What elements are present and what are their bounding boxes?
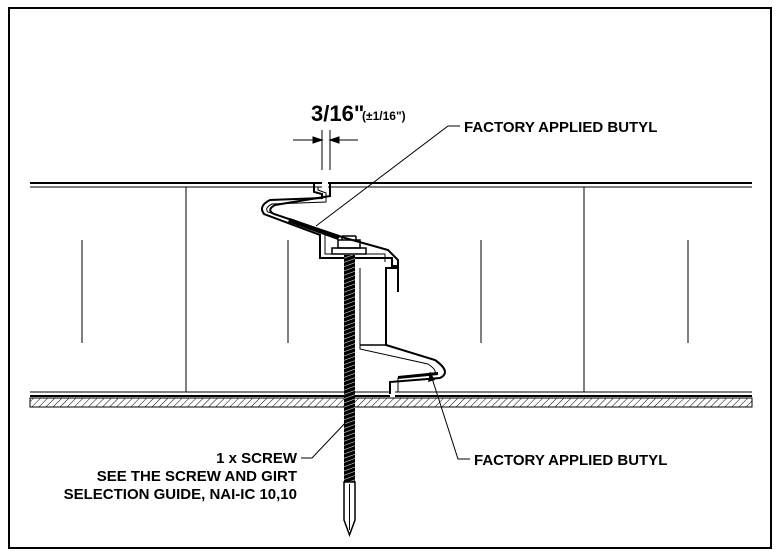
right-panel-edge-profile <box>269 183 446 394</box>
screw-label-line2: SEE THE SCREW AND GIRT <box>97 468 297 485</box>
gap-tolerance-label: (±1/16") <box>362 109 406 123</box>
girt-hatch <box>29 397 753 408</box>
bottom-butyl-leader <box>429 371 470 460</box>
panel-inner-face <box>30 391 752 397</box>
panel-outer-face <box>30 182 752 188</box>
left-panel-edge-inner <box>266 187 386 262</box>
top-butyl-bead <box>288 218 340 240</box>
top-butyl-leader <box>315 125 460 227</box>
top-butyl-label: FACTORY APPLIED BUTYL <box>464 119 657 136</box>
left-panel-edge-profile <box>261 183 399 292</box>
gap-dimension-marks <box>293 130 358 170</box>
drawing-border <box>8 7 772 549</box>
bottom-butyl-arrow <box>428 372 435 382</box>
screw-leader <box>301 419 349 459</box>
screw-label-line1: 1 x SCREW <box>216 450 298 467</box>
screw-head <box>331 235 367 255</box>
screw-label-line3: SELECTION GUIDE, NAI-IC 10,10 <box>64 486 297 503</box>
gap-dimension-label: 3/16" <box>311 101 364 126</box>
screw-thread <box>344 255 355 482</box>
bottom-butyl-label: FACTORY APPLIED BUTYL <box>474 452 667 469</box>
panel-core-lines <box>81 187 689 392</box>
bottom-butyl-bead <box>398 372 438 379</box>
